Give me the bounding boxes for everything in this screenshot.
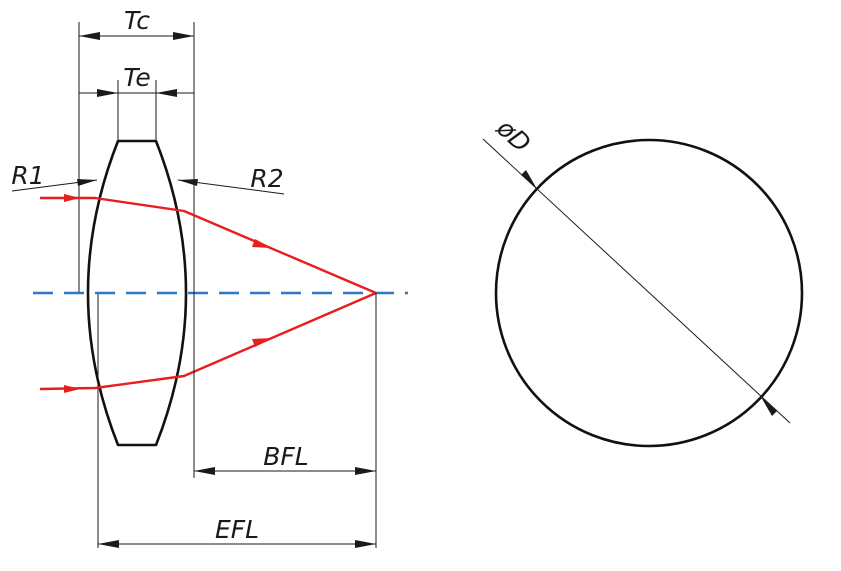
upper-ray-arrow-in xyxy=(64,194,80,202)
tc-label: Tc xyxy=(124,6,150,35)
lower-ray-arrow-out xyxy=(252,338,272,347)
r2-leader: R2 xyxy=(177,164,285,195)
efl-dimension: EFL xyxy=(98,515,376,548)
biconvex-lens-outline xyxy=(86,139,188,447)
upper-ray-arrow-out xyxy=(252,239,272,248)
lower-ray-arrow-in xyxy=(64,385,80,393)
bfl-arrow-right xyxy=(355,467,376,475)
diameter-dimension: øD xyxy=(482,113,791,424)
diameter-arrow-top xyxy=(521,170,537,189)
r2-arrow xyxy=(178,179,198,186)
te-label: Te xyxy=(123,63,151,92)
bfl-dimension: BFL xyxy=(193,292,376,478)
te-dimension: Te xyxy=(79,63,194,142)
r1-leader: R1 xyxy=(11,161,98,192)
te-arrow-right xyxy=(156,89,177,97)
bfl-arrow-left xyxy=(194,467,215,475)
tc-dimension: Tc xyxy=(78,6,195,292)
tc-arrow-left xyxy=(79,32,100,40)
efl-arrow-right xyxy=(355,540,376,548)
lens-front-view-circle xyxy=(494,138,804,448)
r1-arrow xyxy=(77,179,97,186)
r1-label: R1 xyxy=(11,161,44,190)
light-rays xyxy=(39,194,377,393)
r2-label: R2 xyxy=(250,164,283,193)
bfl-label: BFL xyxy=(263,442,308,471)
efl-arrow-left xyxy=(98,540,119,548)
te-arrow-left xyxy=(97,89,118,97)
tc-arrow-right xyxy=(173,32,194,40)
diameter-arrow-bottom xyxy=(761,397,777,416)
efl-label: EFL xyxy=(215,515,259,544)
diameter-label: øD xyxy=(491,113,537,158)
